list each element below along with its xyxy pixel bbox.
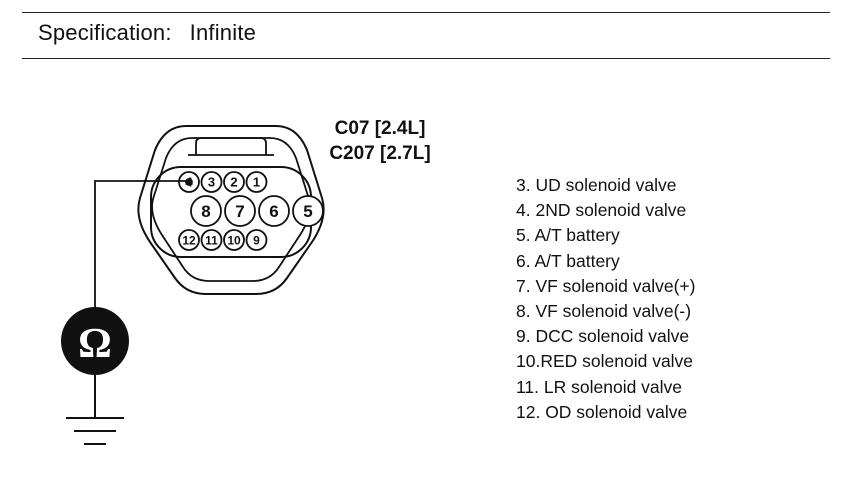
pin-description-item: 5. A/T battery xyxy=(516,225,620,246)
pin-description-item: 7. VF solenoid valve(+) xyxy=(516,275,696,296)
pin-circle xyxy=(245,171,268,193)
housing-outer xyxy=(137,125,325,295)
connector-id-2-7l: C207 [2.7L] xyxy=(329,143,431,164)
probe-wire xyxy=(94,178,193,313)
pin-circle xyxy=(292,195,324,227)
pin-description-item: 8. VF solenoid valve(-) xyxy=(516,301,692,322)
pin-10: 10 xyxy=(223,229,245,251)
ground-symbol-icon xyxy=(66,375,124,445)
pin-7: 7 xyxy=(224,195,256,227)
specification-label: Specification: xyxy=(38,20,172,45)
pin-number: 7 xyxy=(235,202,244,221)
pin-number: 12 xyxy=(182,233,196,247)
pin-circle xyxy=(190,195,222,227)
pin-circle xyxy=(258,195,290,227)
pin-description-item: 10.RED solenoid valve xyxy=(516,351,694,372)
connector-id: C07 [2.4L] C207 [2.7L] xyxy=(300,116,460,166)
header-rule xyxy=(22,58,830,59)
specification-value: Infinite xyxy=(189,20,257,45)
pin-circle xyxy=(245,229,268,251)
pin-circle xyxy=(200,171,223,193)
specification-line: Specification: Infinite xyxy=(38,20,256,46)
pin-5: 5 xyxy=(292,195,324,227)
ohmmeter: Ω xyxy=(61,307,129,375)
housing-latch xyxy=(195,137,267,155)
pin-2: 2 xyxy=(223,171,245,193)
pin-description-list: 3. UD solenoid valve 4. 2ND solenoid valv… xyxy=(516,173,695,425)
connector-id-2-4l: C07 [2.4L] xyxy=(334,118,426,139)
pin-circle xyxy=(224,195,256,227)
pin-3: 3 xyxy=(200,171,223,193)
pin-11: 11 xyxy=(200,229,223,251)
probe-lead xyxy=(94,180,189,313)
pin-circle xyxy=(200,229,223,251)
pin-description-item: 9. DCC solenoid valve xyxy=(516,326,690,347)
pin-12: 12 xyxy=(178,229,200,251)
pin-8: 8 xyxy=(190,195,222,227)
pin-circle xyxy=(223,229,245,251)
pin-number: 5 xyxy=(303,202,312,221)
pin-layer: 123456789101112 xyxy=(178,171,324,251)
pin-number: 3 xyxy=(208,175,215,190)
pin-6: 6 xyxy=(258,195,290,227)
pin-circle xyxy=(178,229,200,251)
top-rule xyxy=(22,12,830,13)
pin-circle xyxy=(223,171,245,193)
pin-description-item: 12. OD solenoid valve xyxy=(516,401,688,422)
pin-description-item: 11. LR solenoid valve xyxy=(516,376,683,397)
probe-contact xyxy=(185,178,193,186)
ohmmeter-body xyxy=(61,307,129,375)
pin-description-item: 4. 2ND solenoid valve xyxy=(516,200,687,221)
pin-number: 9 xyxy=(253,233,260,247)
pin-number: 6 xyxy=(269,202,278,221)
pin-number: 1 xyxy=(253,175,260,190)
pin-description-item: 6. A/T battery xyxy=(516,250,620,271)
pin-1: 1 xyxy=(245,171,268,193)
housing-inner xyxy=(151,137,311,282)
pin-description-item: 3. UD solenoid valve xyxy=(516,175,677,195)
pin-9: 9 xyxy=(245,229,268,251)
pin-number: 11 xyxy=(205,233,218,247)
pin-number: 2 xyxy=(230,175,237,190)
pin-number: 8 xyxy=(201,202,210,221)
ohm-symbol-icon: Ω xyxy=(78,321,112,367)
pin-number: 10 xyxy=(227,233,241,247)
